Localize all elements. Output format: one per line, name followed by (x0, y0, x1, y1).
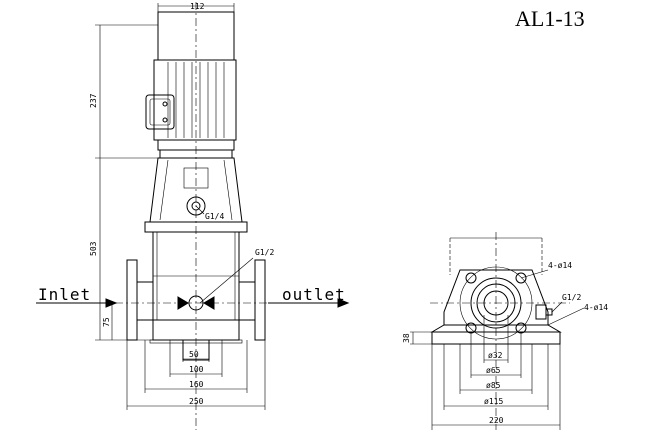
vent-plug (186, 196, 206, 216)
inlet-flange (126, 259, 138, 341)
dim-motor-height: 237 (89, 93, 98, 108)
motor-fins (167, 62, 225, 138)
dim-bore-115: ø115 (484, 397, 503, 406)
flow-labels (36, 298, 350, 308)
outlet-flange (254, 259, 266, 341)
dim-vent-thread: G1/4 (205, 212, 224, 221)
dim-bore-32: ø32 (488, 351, 503, 360)
terminal-box (145, 94, 175, 130)
dim-base-holes: 4-ø14 (584, 303, 608, 312)
side-dimensions (412, 269, 585, 430)
front-dimensions (95, 3, 266, 410)
inlet-label: Inlet (38, 285, 91, 304)
bolt-hole (515, 272, 527, 284)
bolt-hole (465, 272, 477, 284)
dim-motor-width: 112 (190, 2, 205, 11)
dim-foot-width: 50 (189, 350, 199, 359)
outlet-arrow (337, 298, 350, 308)
outlet-label: outlet (282, 285, 346, 304)
inlet-arrow (105, 298, 118, 308)
model-title: AL1-13 (515, 6, 585, 31)
dim-inlet-height: 75 (102, 317, 111, 327)
dim-base-height: 38 (402, 333, 411, 343)
dim-drain-thread: G1/2 (255, 248, 274, 257)
outer-ring (470, 277, 522, 329)
dim-width-250: 250 (189, 397, 204, 406)
bore (483, 290, 509, 316)
pcd-circle (459, 266, 533, 340)
dim-width-160: 160 (189, 380, 204, 389)
dim-width-100: 100 (189, 365, 204, 374)
side-base (431, 331, 561, 345)
dim-bore-85: ø85 (486, 381, 501, 390)
dim-flange-holes: 4-ø14 (548, 261, 572, 270)
dim-base-220: 220 (489, 416, 504, 425)
dim-bore-65: ø65 (486, 366, 501, 375)
dim-pump-height: 503 (89, 241, 98, 256)
side-plug (535, 304, 547, 320)
dim-side-thread: G1/2 (562, 293, 581, 302)
front-view (115, 2, 280, 430)
